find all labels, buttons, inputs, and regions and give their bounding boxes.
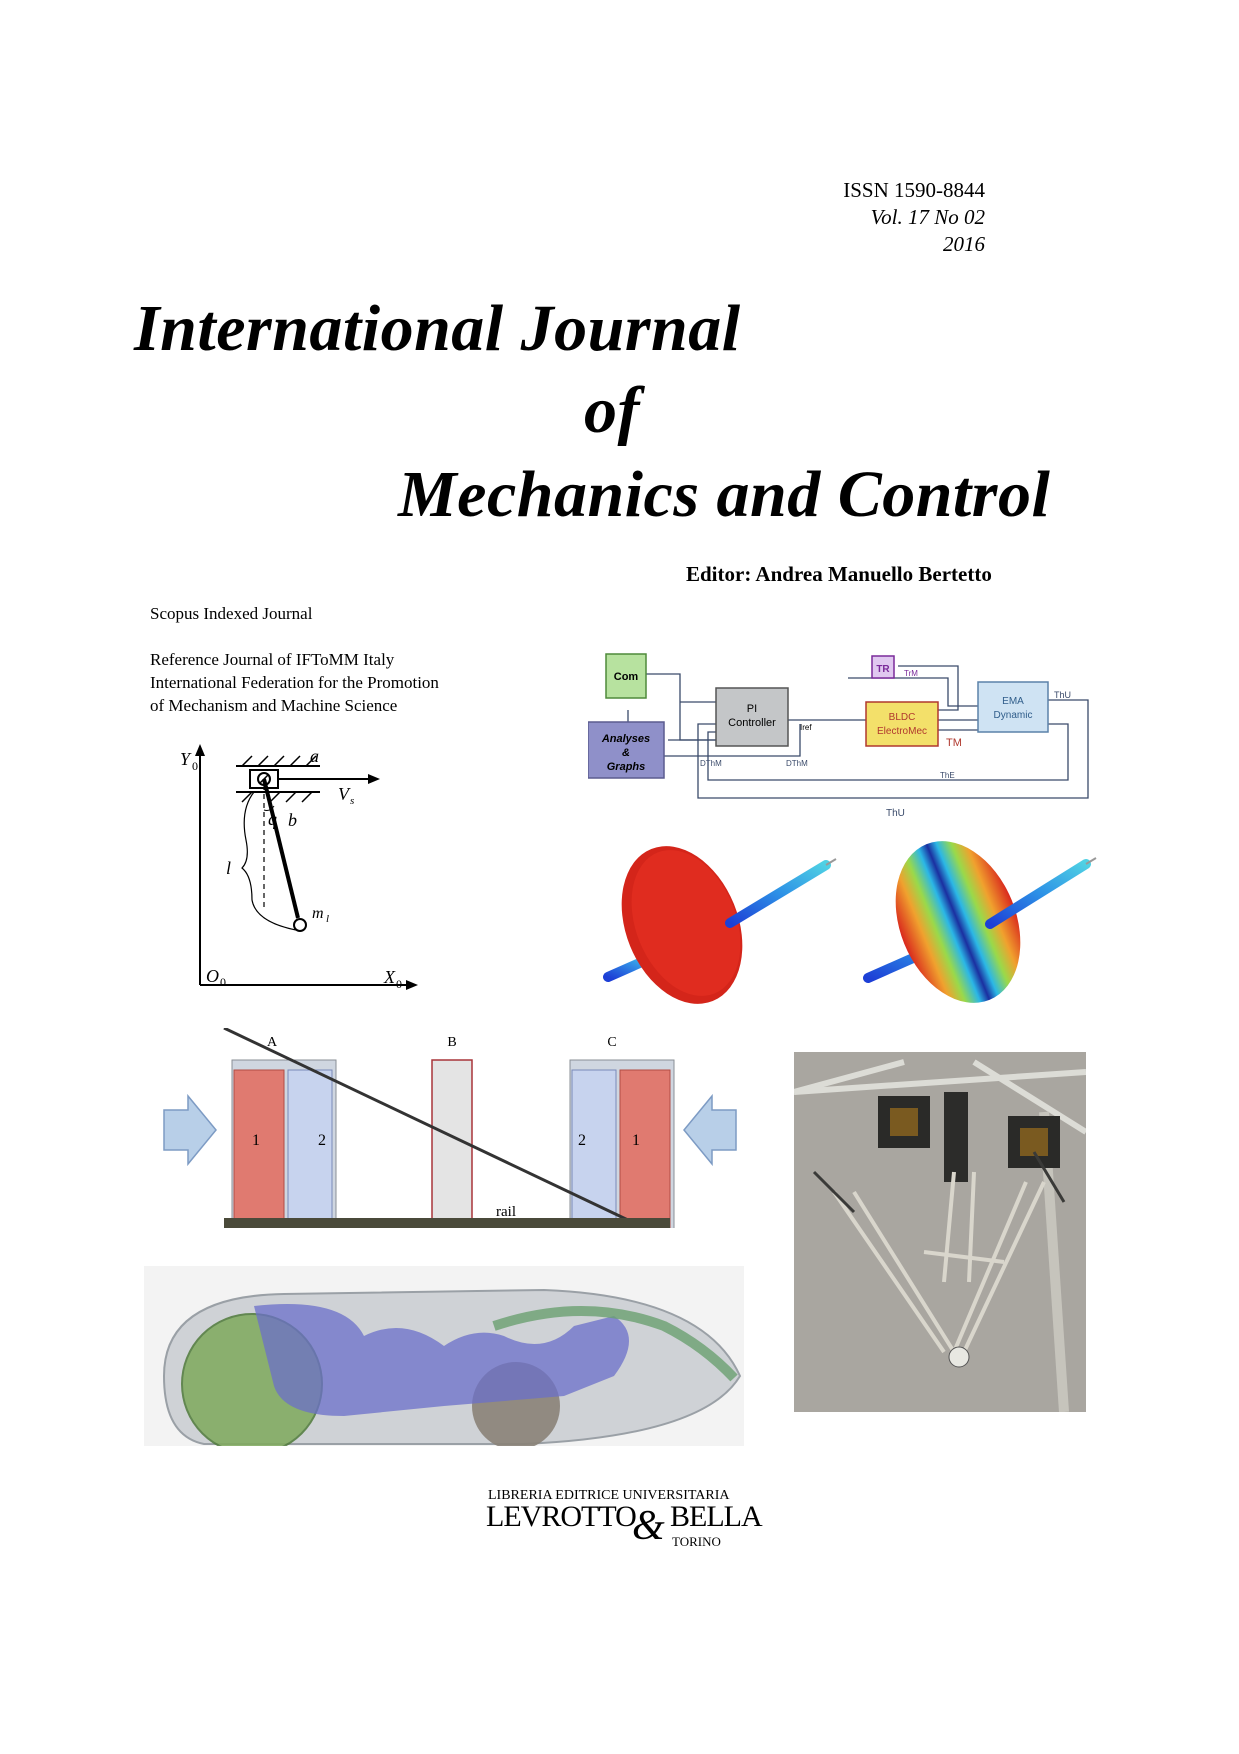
indexing-note: Scopus Indexed Journal	[150, 604, 313, 623]
block-bldc-line2: ElectroMec	[877, 726, 927, 737]
origin-label: O	[206, 966, 219, 986]
label-m: m	[312, 905, 324, 922]
x-axis-label: X	[383, 967, 396, 987]
reference-note: Reference Journal of IFToMM Italy Intern…	[150, 648, 439, 717]
label-l: l	[226, 858, 231, 878]
publisher-ampersand: &	[632, 1503, 665, 1549]
signal-dthm-right: DThM	[786, 759, 808, 768]
y-axis-label: Y	[180, 749, 192, 769]
block-tr-label: TR	[876, 664, 890, 675]
tank-a-section-2: 2	[318, 1132, 326, 1149]
journal-title-line3: Mechanics and Control	[398, 458, 1051, 531]
publisher-line1: LIBRERIA EDITRICE UNIVERSITARIA	[488, 1488, 730, 1503]
fem-disk-image-1	[603, 846, 837, 1004]
delta-robot-photo	[794, 1052, 1086, 1412]
publisher-logo: LIBRERIA EDITRICE UNIVERSITARIA LEVROTTO…	[486, 1488, 766, 1558]
block-analyses-amp: &	[622, 747, 630, 759]
origin-sub: 0	[220, 975, 226, 989]
label-vs-sub: s	[350, 795, 354, 807]
label-m-sub: l	[326, 913, 329, 925]
year: 2016	[943, 232, 985, 256]
block-pi-line2: Controller	[728, 717, 776, 729]
block-bldc-line1: BLDC	[889, 712, 916, 723]
journal-title-line2: of	[584, 374, 640, 447]
signal-dthm-left: DThM	[700, 759, 722, 768]
volume: Vol. 17 No 02	[870, 205, 985, 229]
fem-disk-image-2	[863, 841, 1097, 1003]
publisher-bella: BELLA	[670, 1500, 763, 1533]
publisher-levrotto: LEVROTTO	[486, 1500, 637, 1533]
issn-block: ISSN 1590-8844 Vol. 17 No 02 2016	[843, 177, 985, 258]
block-ema-line1: EMA	[1002, 696, 1024, 707]
publisher-torino: TORINO	[672, 1534, 721, 1549]
block-analyses-label: Analyses	[601, 733, 650, 745]
pendulum-diagram: Y 0 X 0 O 0 a V s q b l m l	[180, 744, 418, 991]
tank-c-section-2: 2	[578, 1132, 586, 1149]
signal-thu: ThU	[1054, 690, 1071, 700]
editor: Editor: Andrea Manuello Bertetto	[686, 562, 992, 586]
reference-line1: Reference Journal of IFToMM Italy	[150, 650, 395, 669]
block-com-label: Com	[614, 671, 639, 683]
label-a: a	[310, 746, 319, 766]
issn: ISSN 1590-8844	[843, 178, 985, 202]
tanks-diagram: A B C 1 2 2 1 rail	[163, 1028, 737, 1228]
signal-the: ThE	[940, 771, 955, 780]
x-axis-sub: 0	[396, 977, 402, 991]
signal-tm: TM	[946, 737, 962, 749]
tank-label-b: B	[447, 1035, 456, 1050]
reference-line2: International Federation for the Promoti…	[150, 673, 439, 692]
vehicle-cad-image	[144, 1266, 744, 1476]
label-b: b	[288, 810, 297, 830]
label-vs: V	[338, 784, 351, 804]
label-q: q	[268, 809, 277, 829]
signal-iref: Iref	[800, 723, 812, 732]
block-pi-line1: PI	[747, 703, 757, 715]
y-axis-sub: 0	[192, 759, 198, 773]
rail-label: rail	[496, 1204, 516, 1220]
tank-c-section-1: 1	[632, 1132, 640, 1149]
signal-trm: TrM	[904, 669, 918, 678]
control-block-diagram: Com Analyses & Graphs PI Controller TR T…	[588, 653, 1089, 819]
block-analyses-graphs: Graphs	[607, 761, 646, 773]
tank-a-section-1: 1	[252, 1132, 260, 1149]
journal-title-line1: International Journal	[134, 292, 741, 365]
tank-label-a: A	[267, 1035, 278, 1050]
reference-line3: of Mechanism and Machine Science	[150, 696, 398, 715]
tank-label-c: C	[607, 1035, 616, 1050]
signal-thu-bottom: ThU	[886, 808, 905, 819]
block-ema-line2: Dynamic	[994, 710, 1033, 721]
